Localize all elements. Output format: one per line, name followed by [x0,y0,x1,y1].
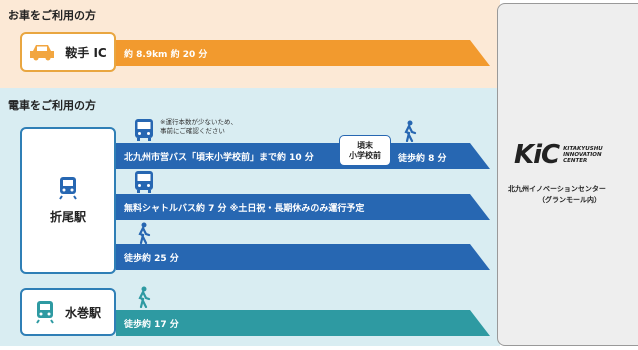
bus-stop-line1: 頃末 [357,140,373,150]
bus-note-line2: 事前にご確認ください [160,126,225,135]
kic-logo-subtitle: KITAKYUSHU INNOVATION CENTER [563,146,603,165]
shuttle-route-arrow: 無料シャトルバス約 7 分 ※土日祝・長期休みのみ運行予定 [116,194,490,220]
mizumaki-station-label: 水巻駅 [64,305,101,320]
destination-name: 北九州イノベーションセンター [508,185,606,193]
walk-route-arrow: 徒歩約 25 分 [116,244,490,270]
bus-icon [133,118,155,142]
orio-station-box: 折尾駅 [20,127,116,274]
mizumaki-walk-text: 徒歩約 17 分 [124,319,179,330]
bus-stop-line2: 小学校前 [349,150,381,160]
ic-origin-box: 鞍手 IC [20,32,116,72]
ic-origin-label: 鞍手 IC [65,45,107,60]
kic-logo-text: KiC [514,140,560,170]
destination-subname: （グランモール内） [538,196,601,204]
walking-person-icon [135,222,151,244]
shuttle-route-text: 無料シャトルバス約 7 分 ※土日祝・長期休みのみ運行予定 [124,203,365,214]
walk-route-text: 徒歩約 25 分 [124,253,179,264]
bus-stop-box: 頃末 小学校前 [339,135,391,166]
train-icon [35,300,55,324]
bus-route-text: 北九州市営バス「頃末小学校前」まで約 10 分 [124,152,314,163]
mizumaki-walk-arrow: 徒歩約 17 分 [116,310,490,336]
walking-person-icon [401,120,417,142]
car-section-title: お車をご利用の方 [8,9,96,22]
mizumaki-station-box: 水巻駅 [20,288,116,336]
orio-station-label: 折尾駅 [49,210,86,224]
walking-person-icon [135,286,151,308]
destination-panel [497,3,638,346]
kic-logo: KiC KITAKYUSHU INNOVATION CENTER [514,140,603,170]
bus-route-arrow: 北九州市営バス「頃末小学校前」まで約 10 分 [116,143,490,169]
train-section-title: 電車をご利用の方 [8,99,96,112]
kic-sub-line3: CENTER [563,158,588,165]
kic-sub-line2: INNOVATION [563,151,602,158]
bus-note-line1: ※運行本数が少ないため、 [160,118,237,126]
car-icon [29,43,55,61]
bus-note: ※運行本数が少ないため、 事前にご確認ください [160,118,237,136]
car-route-text: 約 8.9km 約 20 分 [124,49,208,60]
train-icon [58,176,78,200]
car-route-arrow: 約 8.9km 約 20 分 [116,40,490,66]
bus-stop-walk-text: 徒歩約 8 分 [398,154,447,164]
bus-icon [133,170,155,194]
kic-sub-line1: KITAKYUSHU [563,145,603,152]
